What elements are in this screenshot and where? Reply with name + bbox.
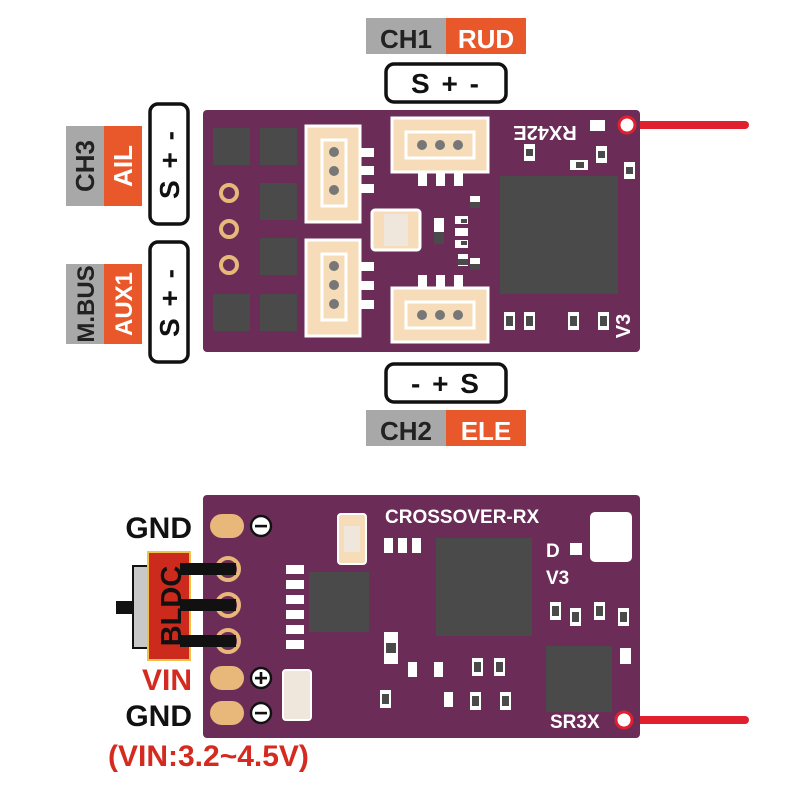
horizontal-connector-top (390, 116, 490, 186)
pad (213, 294, 250, 331)
top-antenna-pad (617, 115, 637, 135)
pad (260, 238, 297, 275)
via (219, 183, 239, 203)
ch2-function: ELE (461, 416, 512, 446)
top-silk-version: V3 (613, 314, 635, 338)
via (219, 219, 239, 239)
ch1-function: RUD (458, 24, 514, 54)
minus-symbol (249, 701, 273, 725)
ch1-channel: CH1 (380, 24, 432, 54)
bldc-connector: BLDC (116, 551, 236, 661)
ch3-label: CH3 AIL (66, 126, 142, 206)
bottom-board: CROSSOVER-RX D V3 SR3X (203, 495, 749, 738)
vin-label: VIN (142, 664, 192, 697)
bottom-silk-name: CROSSOVER-RX (385, 507, 539, 528)
top-silk-name: RX42E (513, 121, 576, 143)
ch3-pins: S + - (154, 129, 185, 199)
ch1-pins-box (384, 62, 508, 104)
horizontal-connector-bottom (390, 275, 490, 344)
minus-symbol (249, 514, 273, 538)
pad (260, 128, 297, 165)
aux-channel: M.BUS (73, 265, 100, 342)
bottom-antenna-pad (614, 710, 634, 730)
bottom-rf-chip (546, 646, 612, 712)
pad (260, 183, 297, 220)
plus-symbol (249, 666, 273, 690)
ch1-pins: S + - (411, 68, 481, 99)
vertical-connector-bottom (304, 238, 374, 338)
ch2-pins-box (384, 362, 508, 404)
aux-pins: S + - (154, 267, 185, 337)
gnd-top-pad (210, 514, 244, 538)
ch1-label: CH1 RUD (366, 18, 526, 54)
aux-pins-box (148, 240, 190, 364)
bottom-smd-components (282, 512, 632, 721)
capacitor (370, 208, 422, 252)
ch3-channel: CH3 (70, 140, 100, 192)
gnd-top-label: GND (125, 512, 192, 545)
bldc-label: BLDC (156, 566, 188, 647)
bottom-silk-version: V3 (546, 568, 569, 589)
vin-pad (210, 666, 244, 690)
bottom-silk-antenna: SR3X (550, 712, 600, 733)
ch2-label: CH2 ELE (366, 410, 526, 446)
pad (213, 128, 250, 165)
gnd-bottom-pad (210, 701, 244, 725)
top-board: RX42E V3 (203, 110, 749, 352)
ch2-pins: - + S (411, 368, 481, 399)
ch3-function: AIL (108, 145, 138, 187)
aux-label: M.BUS AUX1 (66, 264, 142, 344)
gnd-bottom-label: GND (125, 700, 192, 733)
bottom-silk-d: D (546, 541, 560, 562)
voltage-note: (VIN:3.2~4.5V) (108, 740, 309, 773)
top-main-chip (500, 176, 618, 294)
vertical-connector-top (304, 124, 374, 224)
aux-function: AUX1 (111, 272, 138, 336)
pad (260, 294, 297, 331)
via (219, 255, 239, 275)
ch3-pins-box (148, 102, 190, 226)
smd-components (434, 120, 635, 330)
bottom-main-chip (436, 538, 532, 636)
ch2-channel: CH2 (380, 416, 432, 446)
